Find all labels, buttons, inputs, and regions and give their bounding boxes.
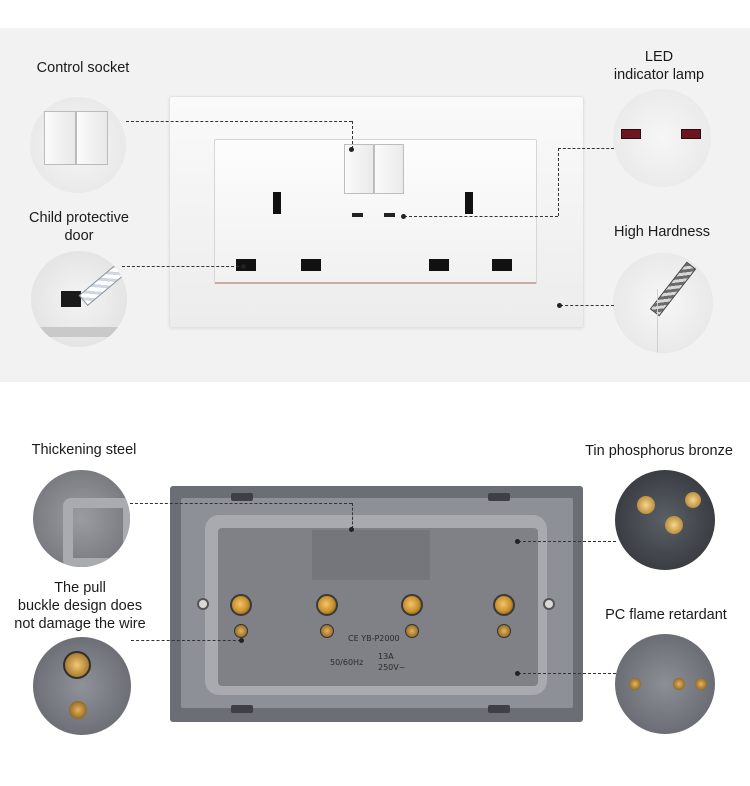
label-high-hardness: High Hardness xyxy=(614,224,710,240)
detail-circle-pc xyxy=(615,634,715,734)
leader-line-pc xyxy=(518,673,616,674)
leader-line-led-drop xyxy=(558,148,559,216)
leader-dot-hardness xyxy=(557,303,562,308)
mount-clip-tr xyxy=(488,493,510,501)
leader-line-buckle xyxy=(131,640,241,641)
leader-line-switch xyxy=(126,121,352,122)
detail-buckle-small-terminal xyxy=(69,701,87,719)
leader-line-led-h xyxy=(404,216,558,217)
detail-pc-terminal-1 xyxy=(629,678,641,690)
detail-screwdriver xyxy=(78,261,127,307)
led-indicator-left xyxy=(352,213,363,217)
switch-housing-back xyxy=(312,530,430,580)
detail-glass-edge xyxy=(657,289,658,353)
mark-voltage: 250V~ xyxy=(378,663,406,672)
earth-pin-left xyxy=(273,192,281,214)
detail-pc-terminal-2 xyxy=(673,678,685,690)
detail-buckle-terminal xyxy=(63,651,91,679)
leader-dot-pc xyxy=(515,671,520,676)
leader-line-led xyxy=(558,148,614,149)
label-child-line1: Child protective xyxy=(29,210,129,226)
neutral-pin-1 xyxy=(301,259,321,271)
leader-line-hardness xyxy=(560,305,614,306)
detail-circle-switch xyxy=(30,97,126,193)
detail-led-left xyxy=(621,129,641,139)
earth-pin-right xyxy=(465,192,473,214)
screw-hole-right xyxy=(543,598,555,610)
label-thickening-steel: Thickening steel xyxy=(31,442,137,458)
detail-circle-buckle xyxy=(33,637,131,735)
line-pin-2 xyxy=(429,259,449,271)
detail-switch-right xyxy=(76,111,108,165)
terminal-3 xyxy=(401,594,423,616)
leader-dot-steel xyxy=(349,527,354,532)
screw-hole-left xyxy=(197,598,209,610)
terminal-2 xyxy=(316,594,338,616)
mark-frequency: 50/60Hz xyxy=(330,658,364,667)
mark-current: 13A xyxy=(378,652,394,661)
leader-dot-switch xyxy=(349,147,354,152)
detail-shutter-slot xyxy=(61,291,81,307)
terminal-1 xyxy=(230,594,252,616)
label-child-line2: door xyxy=(64,228,94,244)
detail-bronze-contact-3 xyxy=(685,492,701,508)
mark-ce: CE YB-P2000 xyxy=(348,634,400,643)
leader-dot-bronze xyxy=(515,539,520,544)
leader-line-switch-drop xyxy=(352,121,353,149)
terminal-small-4 xyxy=(497,624,511,638)
detail-circle-hardness xyxy=(613,253,713,353)
leader-dot-led xyxy=(401,214,406,219)
label-pc-flame: PC flame retardant xyxy=(605,607,727,623)
detail-steel-edge xyxy=(63,498,130,567)
label-control-socket: Control socket xyxy=(36,60,130,76)
detail-circle-shutter xyxy=(31,251,127,347)
label-pull-line2: buckle design does xyxy=(17,598,143,614)
mount-clip-br xyxy=(488,705,510,713)
rocker-switch-left xyxy=(344,144,374,194)
label-led-line1: LED xyxy=(644,49,674,65)
leader-line-shutter xyxy=(122,266,244,267)
rocker-switch-right xyxy=(374,144,404,194)
mount-clip-bl xyxy=(231,705,253,713)
leader-dot-buckle xyxy=(239,638,244,643)
detail-bronze-contact-1 xyxy=(637,496,655,514)
label-pull-line1: The pull xyxy=(54,580,106,596)
leader-line-steel-drop xyxy=(352,503,353,529)
detail-bronze-contact-2 xyxy=(665,516,683,534)
label-tin-bronze: Tin phosphorus bronze xyxy=(585,443,733,459)
detail-circle-bronze xyxy=(615,470,715,570)
led-indicator-right xyxy=(384,213,395,217)
terminal-small-1 xyxy=(234,624,248,638)
detail-plate-edge xyxy=(39,327,119,337)
line-pin-1 xyxy=(236,259,256,271)
detail-led-right xyxy=(681,129,701,139)
mark-model: YB-P2000 xyxy=(361,634,400,643)
label-pull-line3: not damage the wire xyxy=(14,616,146,632)
terminal-small-2 xyxy=(320,624,334,638)
leader-dot-shutter xyxy=(241,264,246,269)
leader-line-bronze xyxy=(518,541,616,542)
leader-line-steel xyxy=(130,503,352,504)
neutral-pin-2 xyxy=(492,259,512,271)
detail-pc-terminal-3 xyxy=(695,678,707,690)
mount-clip-tl xyxy=(231,493,253,501)
label-led-line2: indicator lamp xyxy=(613,67,705,83)
terminal-small-3 xyxy=(405,624,419,638)
detail-circle-led xyxy=(613,89,711,187)
detail-switch-left xyxy=(44,111,76,165)
detail-circle-steel xyxy=(33,470,130,567)
terminal-4 xyxy=(493,594,515,616)
